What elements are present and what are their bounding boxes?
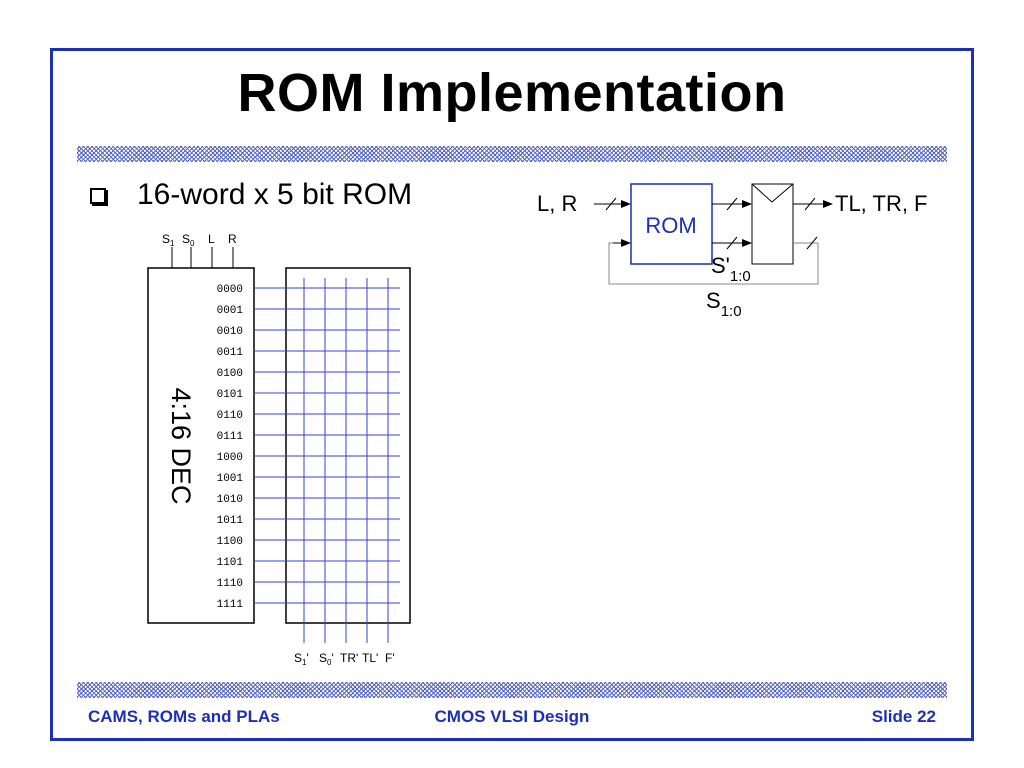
- rom-block: [630, 183, 713, 265]
- rom-output-labels: S1' S0' TR' TL' F': [294, 651, 395, 667]
- slide-title: ROM Implementation: [237, 63, 787, 123]
- decoder-row-label: 0111: [217, 431, 244, 443]
- decoder-row-label: 0000: [217, 284, 243, 296]
- decoder-inputs: S1 S0 L R: [162, 232, 237, 268]
- decoder-row-label: 1111: [217, 599, 244, 611]
- bullet-text: 16-word x 5 bit ROM: [137, 178, 413, 211]
- decoder-row-label: 0010: [217, 326, 243, 338]
- rom-output-s1: S1': [294, 651, 309, 667]
- decoder-row-label: 0011: [217, 347, 244, 359]
- decoder-row-label: 1010: [217, 494, 243, 506]
- decoder-row-label: 1101: [217, 557, 244, 569]
- decoder-input-s0: S0: [182, 232, 195, 248]
- rom-block-label: ROM: [645, 213, 696, 238]
- rom-output-tl: TL': [362, 651, 378, 665]
- footer-right: Slide 22: [871, 707, 936, 726]
- decoder-box: [147, 267, 255, 624]
- decoder-rows: 0000 0001 0010 0011 0100 0101 0110 0111 1000 1001…: [217, 284, 400, 611]
- decoder-row-label: 0101: [217, 389, 244, 401]
- slide-frame: [50, 48, 974, 741]
- decoder-row-label: 1001: [217, 473, 244, 485]
- decoder-row-label: 1100: [217, 536, 243, 548]
- decoder-row-label: 0001: [217, 305, 244, 317]
- decoder-row-label: 1000: [217, 452, 243, 464]
- footer-center: CMOS VLSI Design: [434, 707, 590, 726]
- bullet-checkbox-icon: [90, 188, 106, 204]
- decoder-input-r: R: [228, 232, 237, 246]
- rom-array-box: [285, 267, 411, 624]
- rom-columns: [303, 278, 389, 643]
- state-label: S1:0: [706, 288, 742, 320]
- block-output-label: TL, TR, F: [835, 191, 928, 216]
- decoder-input-s1: S1: [162, 232, 175, 248]
- top-hatch-band: [77, 146, 947, 162]
- rom-output-f: F': [385, 651, 395, 665]
- rom-output-tr: TR': [340, 651, 358, 665]
- decoder-row-label: 0110: [217, 410, 243, 422]
- clock-icon: [751, 183, 794, 203]
- next-state-label: S'1:0: [711, 253, 751, 285]
- decoder-label: 4:16 DEC: [166, 387, 196, 504]
- block-input-label: L, R: [537, 191, 577, 216]
- bottom-hatch-band: [77, 682, 947, 698]
- register-block: [751, 183, 794, 265]
- decoder-row-label: 1110: [217, 578, 243, 590]
- decoder-input-l: L: [208, 232, 215, 246]
- feedback-path: [608, 242, 819, 285]
- decoder-row-label: 0100: [217, 368, 243, 380]
- footer-left: CAMS, ROMs and PLAs: [88, 707, 280, 726]
- decoder-row-label: 1011: [217, 515, 244, 527]
- rom-output-s0: S0': [319, 651, 334, 667]
- block-diagram: L, R ROM TL, TR, F S'1:0 S1:0: [537, 183, 928, 320]
